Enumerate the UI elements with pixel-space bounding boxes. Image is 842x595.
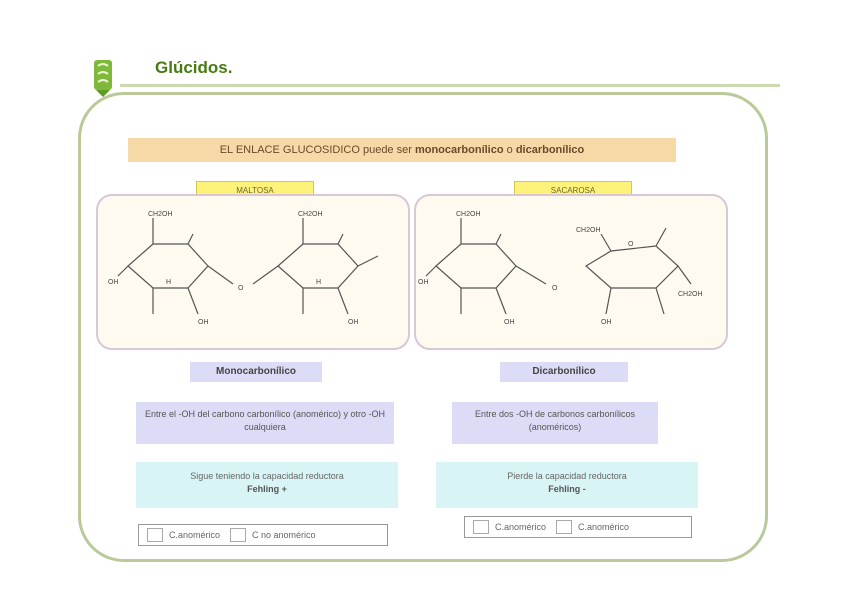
label-oh-1: OH: [108, 279, 119, 286]
structure-panel-left: [96, 194, 410, 350]
label-ring-o: O: [628, 241, 634, 248]
label-oh-5: OH: [504, 319, 515, 326]
fehling-result-left: Fehling +: [247, 484, 287, 494]
label-oh-3: OH: [348, 319, 359, 326]
label-bridge-o-2: O: [552, 285, 558, 292]
checkbox-right-1[interactable]: [473, 520, 489, 534]
label-ch2oh-1: CH2OH: [148, 211, 173, 218]
option-left-2: C no anomérico: [252, 530, 316, 540]
label-h-2: H: [316, 279, 321, 286]
page-title: Glúcidos.: [155, 58, 233, 77]
label-oh-2: OH: [198, 319, 209, 326]
structure-panel-right: [414, 194, 728, 350]
description-right: Entre dos -OH de carbonos carbonílicos (…: [452, 402, 658, 444]
headline-prefix: EL ENLACE GLUCOSIDICO puede ser: [219, 144, 415, 156]
fehling-result-right: Fehling -: [548, 484, 586, 494]
headline-bold-2: dicarbonílico: [515, 144, 585, 156]
maltose-structure: CH2OH CH2OH OH OH OH O H H: [108, 211, 379, 326]
checkbox-right-2[interactable]: [556, 520, 573, 534]
fehling-text-right: Pierde la capacidad reductora: [507, 471, 627, 481]
label-dicarbonilico: Dicarbonílico: [500, 362, 628, 382]
description-left: Entre el -OH del carbono carbonílico (an…: [136, 402, 394, 444]
label-ch2oh-2: CH2OH: [298, 211, 323, 218]
headline-banner: EL ENLACE GLUCOSIDICO puede ser monocarb…: [128, 138, 676, 162]
label-oh-4: OH: [418, 279, 429, 286]
checkbox-left-1[interactable]: [147, 528, 163, 542]
label-bridge-o: O: [238, 285, 244, 292]
fehling-box-left: Sigue teniendo la capacidad reductora Fe…: [136, 462, 398, 508]
headline-bold-1: monocarbonílico: [414, 144, 504, 156]
options-right: C.anomérico C.anomérico: [464, 516, 692, 538]
leaf-logo-icon: [94, 60, 112, 97]
label-monocarbonilico: Monocarbonílico: [190, 362, 322, 382]
option-left-1: C.anomérico: [169, 530, 221, 540]
checkbox-left-2[interactable]: [230, 528, 247, 542]
fehling-text-left: Sigue teniendo la capacidad reductora: [190, 471, 344, 481]
label-h-1: H: [166, 279, 171, 286]
fehling-box-right: Pierde la capacidad reductora Fehling -: [436, 462, 698, 508]
label-oh-6: OH: [601, 319, 612, 326]
label-ch2oh-3: CH2OH: [456, 211, 481, 218]
options-left: C.anomérico C no anomérico: [138, 524, 388, 546]
title-divider: [120, 84, 780, 87]
label-ch2oh-5: CH2OH: [678, 291, 703, 298]
content-frame: [78, 92, 768, 562]
label-ch2oh-4: CH2OH: [576, 227, 601, 234]
option-right-1: C.anomérico: [495, 522, 547, 532]
headline-mid: o: [503, 144, 516, 156]
option-right-2: C.anomérico: [578, 522, 630, 532]
sucrose-structure: CH2OH CH2OH CH2OH OH OH OH O O: [418, 211, 703, 326]
